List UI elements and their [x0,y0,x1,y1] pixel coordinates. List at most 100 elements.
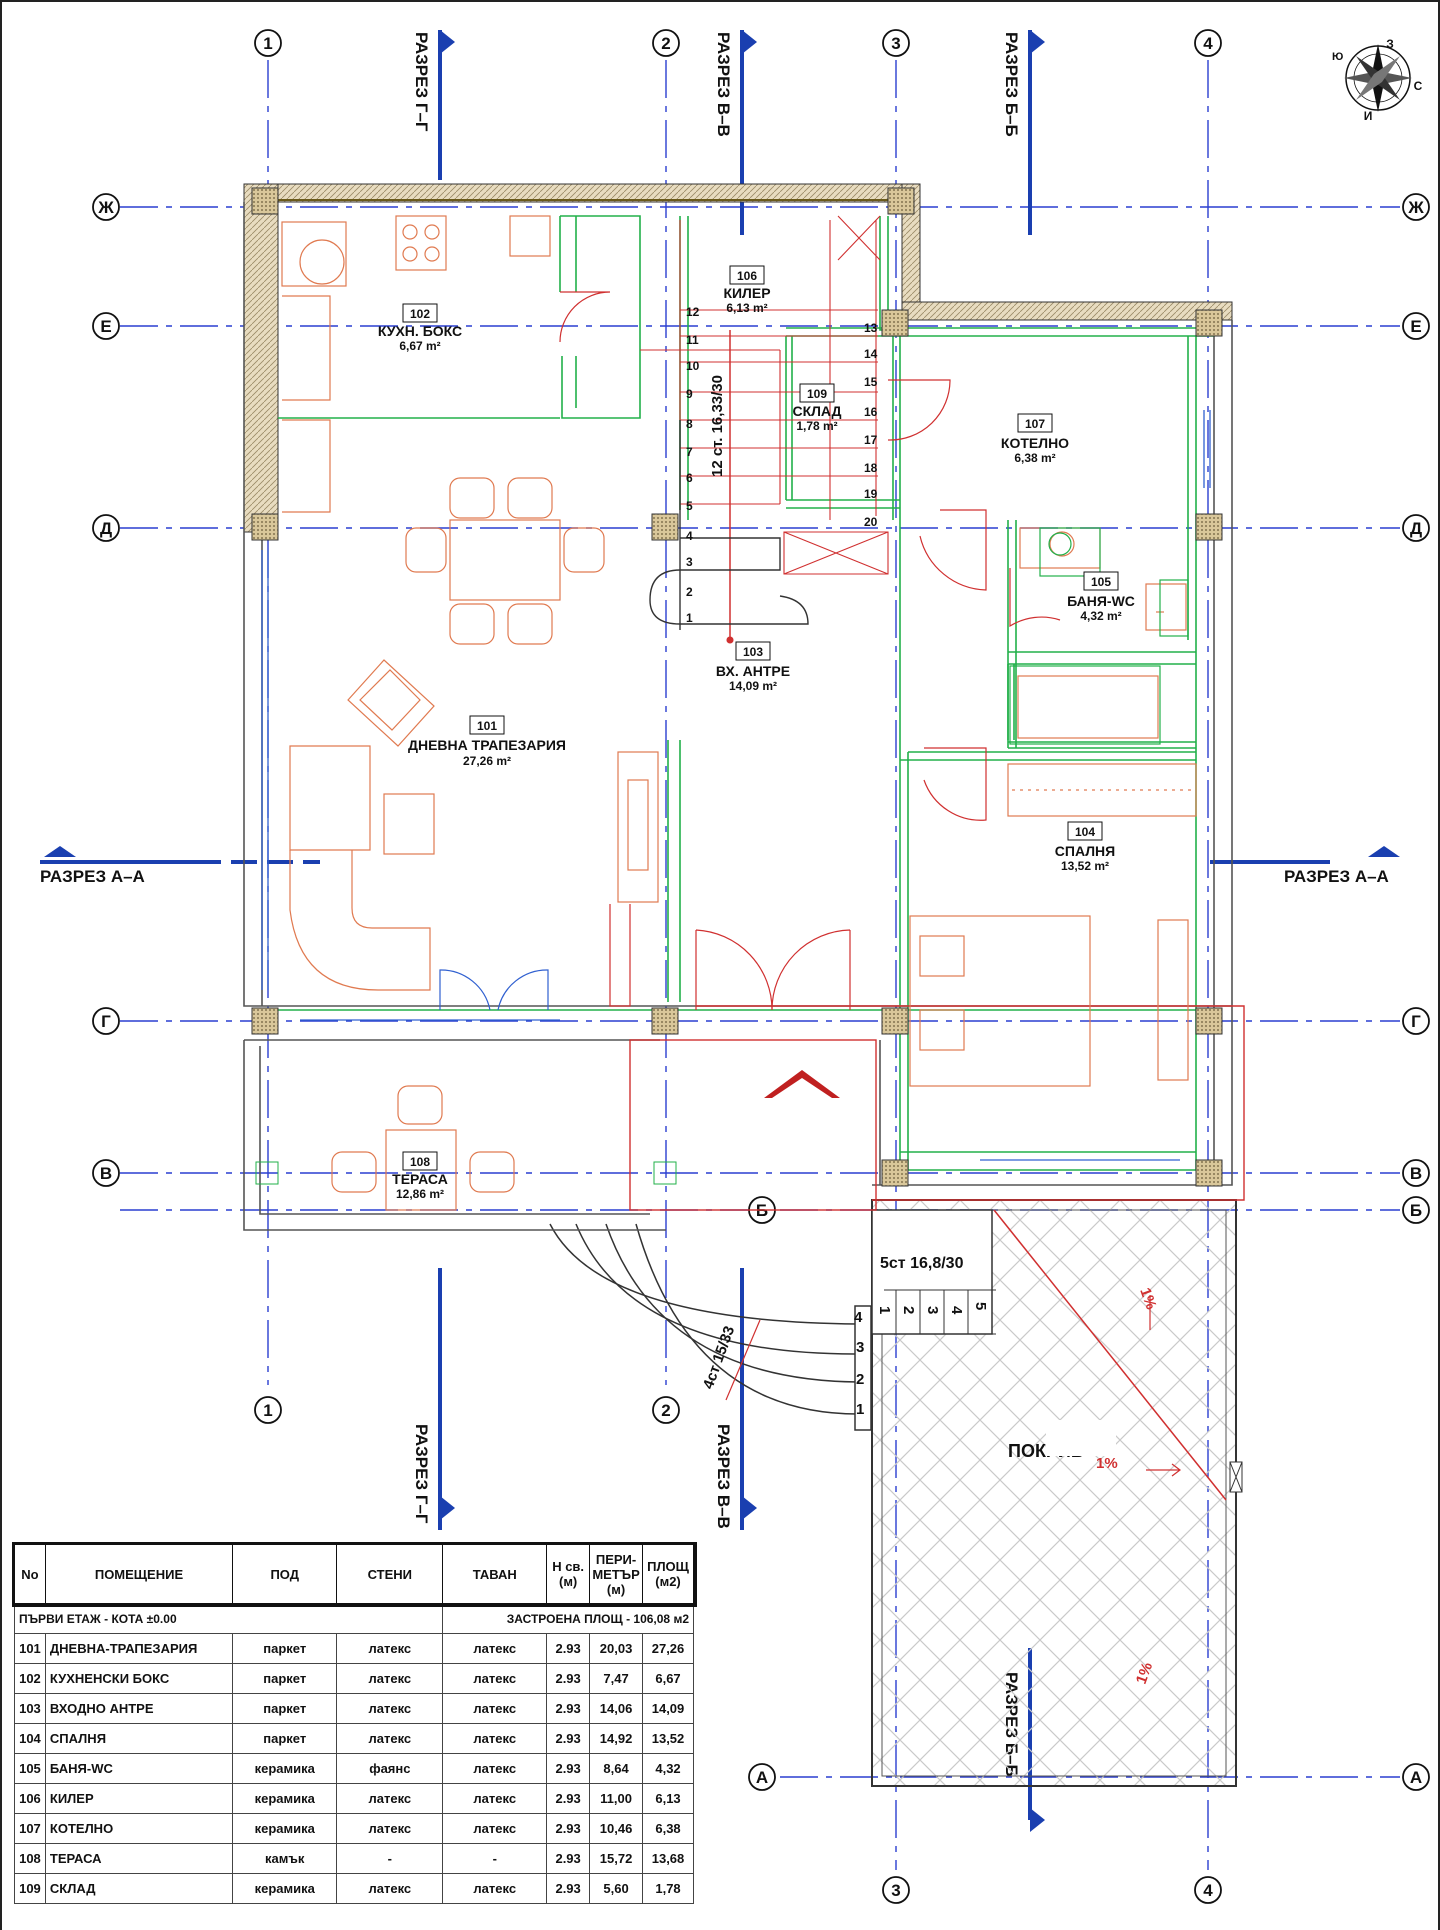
section-label-vv-top: РАЗРЕЗ В–В [714,32,733,137]
roof-slope-label: 1% [1096,1455,1118,1472]
svg-text:ТЕРАСА: ТЕРАСА [392,1171,448,1187]
axis-marker-3-bottom: 3 [882,1876,910,1904]
axis-label: 3 [891,1881,900,1900]
axis-label: 1 [263,1401,272,1420]
svg-text:КУХН. БОКС: КУХН. БОКС [378,323,462,339]
cell-floor: паркет [232,1693,338,1724]
entrance-arrow-icon [764,1070,840,1098]
roof-area: ПОКРИВ 1% 1% 1% [871,1199,1243,1787]
schedule-header-row: No ПОМЕЩЕНИЕ ПОД СТЕНИ ТАВАН Н св. (м) П… [11,1541,697,1607]
stair-step: 10 [686,359,700,373]
section-label-vv-bottom: РАЗРЕЗ В–В [714,1424,733,1529]
stair-step: 1 [856,1401,864,1418]
svg-text:27,26 m²: 27,26 m² [463,754,511,768]
axis-label: 2 [661,1401,670,1420]
axis-label: 4 [1203,1881,1213,1900]
axis-label: 1 [263,34,272,53]
room-label-102: 102 КУХН. БОКС 6,67 m² [378,303,462,353]
col-header-room: ПОМЕЩЕНИЕ [44,1544,234,1604]
cell-ceiling: латекс [442,1783,548,1814]
cell-no: 106 [14,1783,46,1814]
svg-text:КИЛЕР: КИЛЕР [723,285,770,301]
axis-label: Д [1410,519,1422,538]
stair-step: 18 [864,461,878,475]
svg-text:12,86 m²: 12,86 m² [396,1187,444,1201]
axis-label: 2 [661,34,670,53]
stair-step: 13 [864,321,878,335]
cell-floor: керамика [232,1783,338,1814]
axis-marker-v-left: В [92,1159,120,1187]
room-label-107: 107 КОТЕЛНО 6,38 m² [1001,413,1069,465]
svg-text:101: 101 [477,719,497,733]
axis-marker-a-left: А [748,1763,776,1791]
svg-text:102: 102 [410,307,430,321]
cell-area: 4,32 [642,1753,694,1784]
floor-level-text: ПЪРВИ ЕТАЖ - КОТА ±0.00 [13,1603,444,1634]
cell-no: 103 [14,1693,46,1724]
cell-no: 101 [14,1633,46,1664]
cell-height: 2.93 [546,1633,591,1664]
stair-step: 3 [856,1339,864,1356]
section-label-gg-top: РАЗРЕЗ Г–Г [412,32,431,132]
col-header-area: ПЛОЩ (м2) [642,1544,694,1604]
walls [243,202,1233,1231]
svg-text:14,09 m²: 14,09 m² [729,679,777,693]
room-labels: 101 ДНЕВНА ТРАПЕЗАРИЯ 27,26 m² 102 КУХН.… [378,265,1135,1201]
section-label-aa-right: РАЗРЕЗ А–А [1284,867,1389,886]
col-header-ceiling: ТАВАН [442,1544,548,1604]
schedule-floor-row: ПЪРВИ ЕТАЖ - КОТА ±0.00 ЗАСТРОЕНА ПЛОЩ -… [13,1603,694,1634]
room-label-106: 106 КИЛЕР 6,13 m² [723,265,771,315]
axis-marker-g-right: Г [1402,1007,1430,1035]
stair-step: 4 [686,529,693,543]
compass-letter: С [1414,79,1423,93]
stair-step: 14 [864,347,878,361]
axis-marker-1-bottom: 1 [254,1396,282,1424]
cell-walls: латекс [336,1723,444,1754]
svg-text:БАНЯ-WC: БАНЯ-WC [1067,593,1135,609]
axis-label: Г [1411,1012,1421,1031]
cell-ceiling: латекс [442,1693,548,1724]
svg-text:104: 104 [1075,825,1095,839]
section-lines [40,30,1330,1820]
axis-label: В [1410,1164,1422,1183]
cell-perimeter: 20,03 [589,1633,644,1664]
svg-text:ВХ. АНТРЕ: ВХ. АНТРЕ [716,663,790,679]
interior-walls [262,215,1214,1171]
cell-area: 13,68 [642,1843,694,1874]
svg-text:СКЛАД: СКЛАД [792,403,841,419]
axis-marker-4-top: 4 [1194,29,1222,57]
cell-perimeter: 5,60 [589,1873,644,1904]
cell-walls: фаянс [336,1753,444,1784]
axis-label: Е [100,317,111,336]
axis-label: Б [1410,1201,1422,1220]
room-label-109: 109 СКЛАД 1,78 m² [792,383,842,433]
stair-step: 15 [864,375,878,389]
cell-perimeter: 7,47 [589,1663,644,1694]
cell-ceiling: латекс [442,1723,548,1754]
svg-text:4,32 m²: 4,32 m² [1080,609,1121,623]
terrace-door [439,969,549,1011]
axis-marker-4-bottom: 4 [1194,1876,1222,1904]
cell-floor: паркет [232,1723,338,1754]
axis-label: 3 [891,34,900,53]
cell-room: СПАЛНЯ [44,1723,234,1754]
axis-marker-zh-left: Ж [92,193,120,221]
cell-walls: латекс [336,1693,444,1724]
axis-marker-e-left: Е [92,312,120,340]
stair-step: 2 [856,1371,864,1388]
room-label-105: 105 БАНЯ-WC 4,32 m² [1067,571,1135,623]
cell-height: 2.93 [546,1783,591,1814]
stair-step: 9 [686,387,693,401]
stair-step: 4 [948,1306,965,1315]
cell-room: ДНЕВНА-ТРАПЕЗАРИЯ [44,1633,234,1664]
axis-label: А [756,1768,768,1787]
cell-perimeter: 10,46 [589,1813,644,1844]
axis-marker-2-top: 2 [652,29,680,57]
room-label-101: 101 ДНЕВНА ТРАПЕЗАРИЯ 27,26 m² [408,715,566,768]
svg-text:107: 107 [1025,417,1045,431]
cell-ceiling: латекс [442,1663,548,1694]
cell-height: 2.93 [546,1693,591,1724]
